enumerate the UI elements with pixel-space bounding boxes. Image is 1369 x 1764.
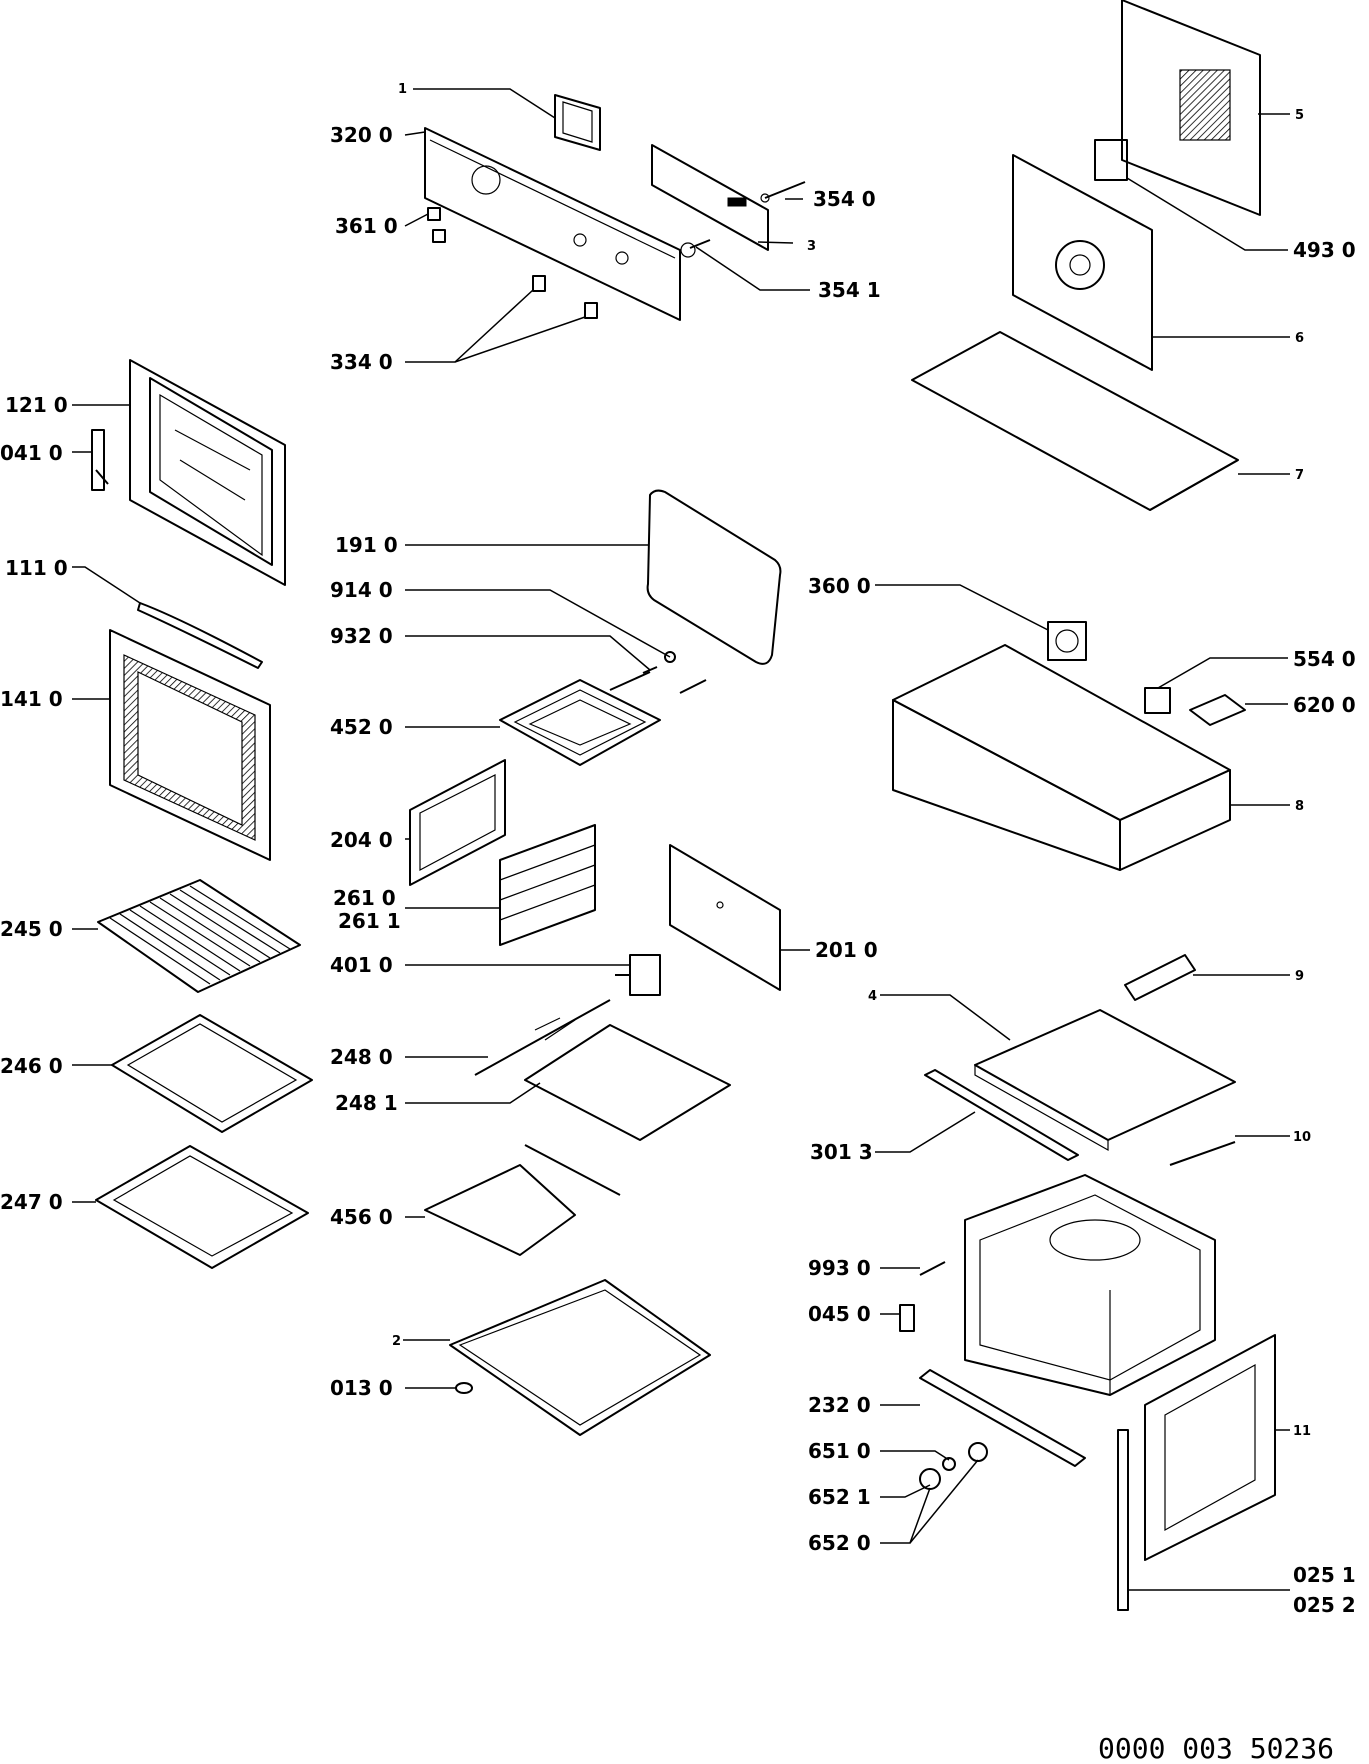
part-front-bar (919, 1369, 1086, 1467)
part-plug (899, 1304, 915, 1332)
label-191-0: 191 0 (335, 533, 398, 557)
part-fan-motor (1047, 621, 1087, 661)
part-shelf-runners (499, 824, 596, 946)
part-element-screws (642, 651, 707, 694)
part-floor-plate (974, 1009, 1236, 1152)
part-bottom-plate (449, 1279, 711, 1436)
part-control-panel (424, 127, 681, 321)
label-361-0: 361 0 (335, 214, 398, 238)
label-652-0: 652 0 (808, 1531, 871, 1555)
label-025-2: 025 2 (1293, 1593, 1356, 1617)
part-labels: 1 320 0 361 0 334 0 354 0 3 354 1 5 493 … (0, 82, 1356, 1764)
label-3: 3 (807, 239, 816, 254)
part-shaft-2 (680, 239, 711, 258)
part-door-frame (129, 359, 286, 586)
part-rear-panel (669, 844, 781, 991)
label-201-0: 201 0 (815, 938, 878, 962)
part-fan-cover (1012, 154, 1153, 371)
part-clips (532, 275, 598, 319)
part-side-cover (409, 759, 506, 886)
part-hinge-strip (1117, 1429, 1129, 1611)
part-top-cover (911, 331, 1239, 511)
part-relay (1094, 139, 1128, 181)
label-261-0: 261 0 (333, 886, 396, 910)
label-932-0: 932 0 (330, 624, 393, 648)
label-554-0: 554 0 (1293, 647, 1356, 671)
part-foot (455, 1382, 473, 1394)
label-025-1: 025 1 (1293, 1563, 1356, 1587)
label-652-1: 652 1 (808, 1485, 871, 1509)
part-door-handle (137, 602, 263, 669)
label-651-0: 651 0 (808, 1439, 871, 1463)
label-301-3: 301 3 (810, 1140, 873, 1164)
label-5: 5 (1295, 108, 1304, 123)
part-rotisserie-spit (474, 999, 611, 1076)
label-320-0: 320 0 (330, 123, 393, 147)
part-grill-element (499, 671, 661, 766)
part-oven-cavity (964, 1174, 1216, 1396)
part-baking-tray (111, 1014, 313, 1133)
part-support-rail (1124, 954, 1196, 1001)
label-914-0: 914 0 (330, 578, 393, 602)
label-401-0: 401 0 (330, 953, 393, 977)
label-354-0: 354 0 (813, 187, 876, 211)
part-front-strip (924, 1069, 1079, 1161)
part-side-panel (1144, 1334, 1276, 1561)
label-141-0: 141 0 (0, 687, 63, 711)
part-base-housing (892, 644, 1231, 871)
label-493-0: 493 0 (1293, 238, 1356, 262)
label-041-0: 041 0 (0, 441, 63, 465)
part-spit-frame (524, 1024, 731, 1141)
label-2: 2 (392, 1334, 401, 1349)
label-10: 10 (1293, 1130, 1311, 1145)
label-9: 9 (1295, 969, 1304, 984)
part-rod (1169, 1141, 1236, 1166)
part-screw (919, 1261, 946, 1276)
label-045-0: 045 0 (808, 1302, 871, 1326)
label-354-1: 354 1 (818, 278, 881, 302)
part-door-glass (109, 629, 271, 861)
label-993-0: 993 0 (808, 1256, 871, 1280)
leader-lines (72, 88, 1290, 1591)
label-360-0: 360 0 (808, 574, 871, 598)
part-tray-handle (424, 1144, 621, 1256)
part-terminal-block (1189, 694, 1246, 726)
label-452-0: 452 0 (330, 715, 393, 739)
label-121-0: 121 0 (5, 393, 68, 417)
part-knobs (427, 207, 446, 243)
part-drip-pan (95, 1145, 309, 1269)
label-246-0: 246 0 (0, 1054, 63, 1078)
part-selector-knobs (919, 1442, 988, 1490)
label-620-0: 620 0 (1293, 693, 1356, 717)
label-204-0: 204 0 (330, 828, 393, 852)
label-013-0: 013 0 (330, 1376, 393, 1400)
part-wire-shelf (97, 879, 301, 993)
document-number: 0000 003 50236 (1098, 1732, 1334, 1764)
part-control-bracket (651, 144, 769, 251)
part-switch (1144, 687, 1171, 714)
part-display-window (554, 94, 601, 151)
label-247-0: 247 0 (0, 1190, 63, 1214)
label-7: 7 (1295, 468, 1304, 483)
part-spit-motor (615, 954, 661, 996)
part-hinge (91, 429, 109, 491)
part-back-panel (1121, 0, 1261, 216)
label-8: 8 (1295, 799, 1304, 814)
label-232-0: 232 0 (808, 1393, 871, 1417)
label-111-0: 111 0 (5, 556, 68, 580)
label-248-1: 248 1 (335, 1091, 398, 1115)
label-261-1: 261 1 (338, 909, 401, 933)
label-334-0: 334 0 (330, 350, 393, 374)
part-door-seal (646, 489, 782, 665)
label-1: 1 (398, 82, 407, 97)
label-456-0: 456 0 (330, 1205, 393, 1229)
label-4: 4 (868, 989, 877, 1004)
label-248-0: 248 0 (330, 1045, 393, 1069)
label-6: 6 (1295, 331, 1304, 346)
part-shaft (760, 181, 806, 203)
label-11: 11 (1293, 1424, 1311, 1439)
label-245-0: 245 0 (0, 917, 63, 941)
